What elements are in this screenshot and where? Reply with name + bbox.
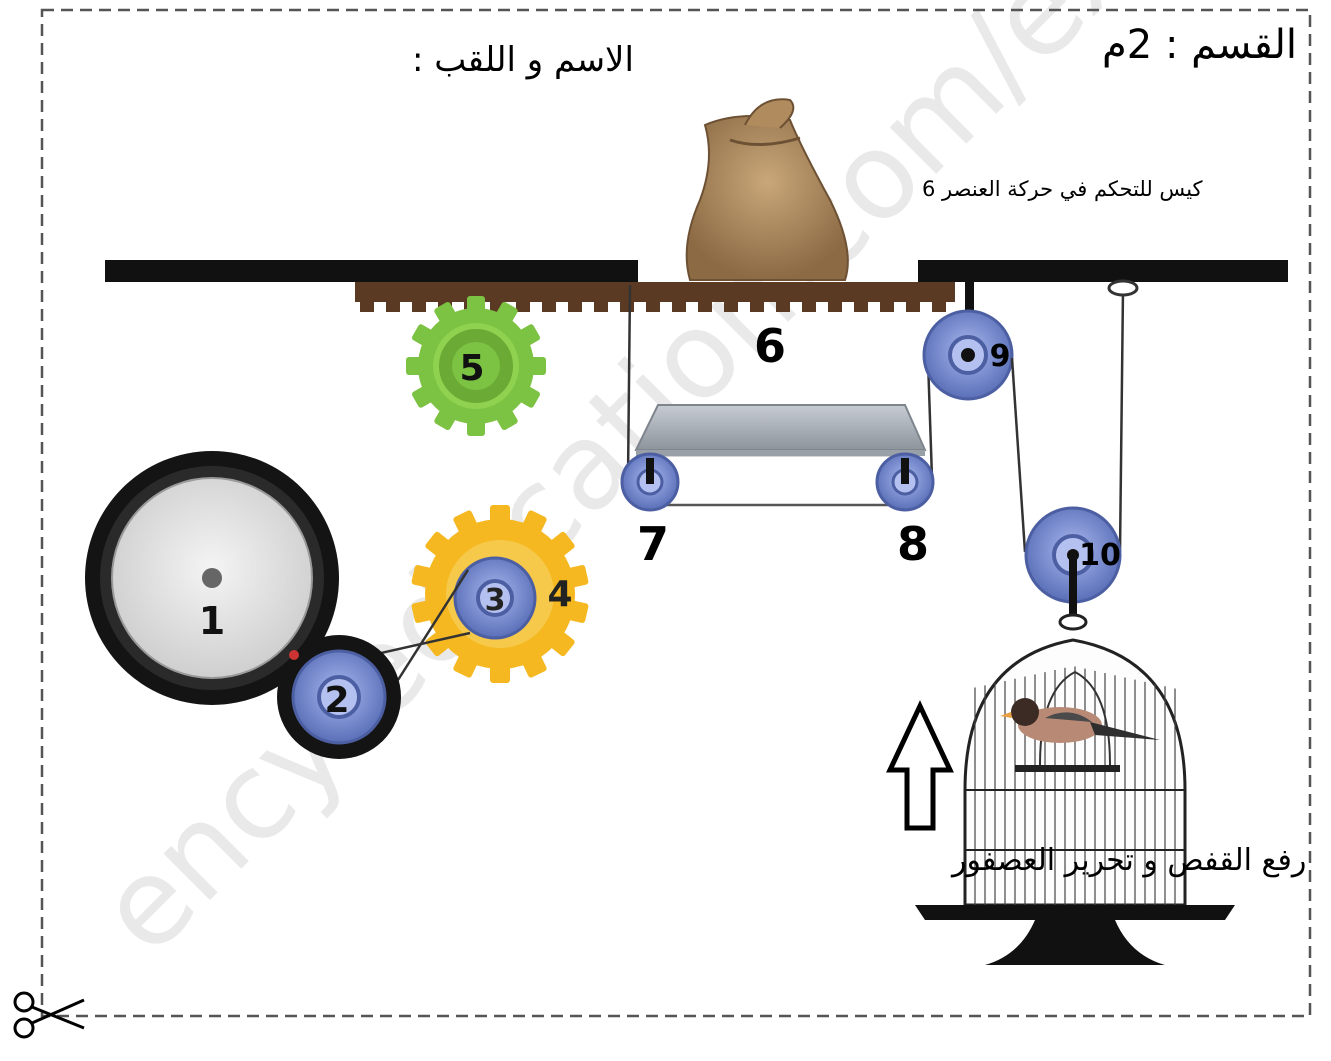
rack-tooth	[412, 300, 426, 312]
gear-tooth	[406, 357, 422, 375]
rack-tooth	[568, 300, 582, 312]
label-9: 9	[990, 339, 1011, 374]
cage-label: رفع القفص و تحرير العصفور	[950, 843, 1306, 878]
label-5: 5	[459, 348, 484, 389]
bird-icon	[1000, 698, 1160, 743]
sack-icon	[685, 98, 849, 281]
rack-tooth	[750, 300, 764, 312]
gear-tooth	[530, 357, 546, 375]
label-6: 6	[754, 319, 786, 373]
rack-tooth	[802, 300, 816, 312]
rack-tooth	[542, 300, 556, 312]
rack-tooth	[828, 300, 842, 312]
rack-tooth	[854, 300, 868, 312]
pulley-7-icon	[620, 452, 680, 512]
rack-tooth	[360, 300, 374, 312]
label-7: 7	[637, 517, 669, 571]
rack-tooth	[776, 300, 790, 312]
name-label: الاسم و اللقب :	[412, 40, 634, 80]
rack-tooth	[646, 300, 660, 312]
rack-tooth	[698, 300, 712, 312]
gear-tooth	[490, 505, 510, 523]
label-10: 10	[1079, 538, 1121, 573]
rope-6-to-7	[626, 284, 632, 479]
wheel-contact-point	[289, 650, 299, 660]
label-8: 8	[897, 517, 929, 571]
rack-tooth	[594, 300, 608, 312]
rack-tooth	[620, 300, 634, 312]
top-beam-right	[918, 260, 1288, 282]
gear-tooth	[467, 420, 485, 436]
rack-tooth	[516, 300, 530, 312]
belt-2-3-bottom	[396, 569, 470, 681]
pulley-2-icon	[277, 635, 401, 759]
bag-label: كيس للتحكم في حركة العنصر 6	[922, 177, 1203, 202]
rack-tooth	[932, 300, 946, 312]
pulley-3-icon	[453, 556, 537, 640]
class-label: القسم : 2م	[1102, 22, 1297, 68]
gear-5-icon	[406, 296, 546, 436]
rack-tooth	[672, 300, 686, 312]
gear-tooth	[490, 665, 510, 683]
gear-tooth	[467, 296, 485, 312]
rack-tooth	[880, 300, 894, 312]
rope-9-to-8	[926, 359, 934, 479]
label-1: 1	[199, 599, 225, 643]
label-2: 2	[324, 680, 349, 721]
ceiling-hook	[1107, 279, 1139, 297]
dashed-frame	[40, 8, 1312, 1018]
rack-tooth	[724, 300, 738, 312]
label-4: 4	[547, 574, 572, 615]
pulley-8-icon	[875, 452, 935, 512]
platform	[634, 404, 927, 456]
pulley-10-icon	[1024, 506, 1122, 616]
rope-10-to-ceiling	[1118, 289, 1125, 553]
scissors-icon	[13, 991, 85, 1039]
top-beam-left	[105, 260, 638, 282]
rack-tooth	[906, 300, 920, 312]
label-3: 3	[485, 583, 506, 618]
pulley-9-icon	[922, 309, 1014, 401]
rope-9-to-10	[1010, 357, 1027, 553]
wheel-1-icon	[85, 451, 339, 705]
up-arrow-icon	[886, 700, 954, 831]
bird-cage-icon	[915, 613, 1235, 965]
rack-tooth	[386, 300, 400, 312]
